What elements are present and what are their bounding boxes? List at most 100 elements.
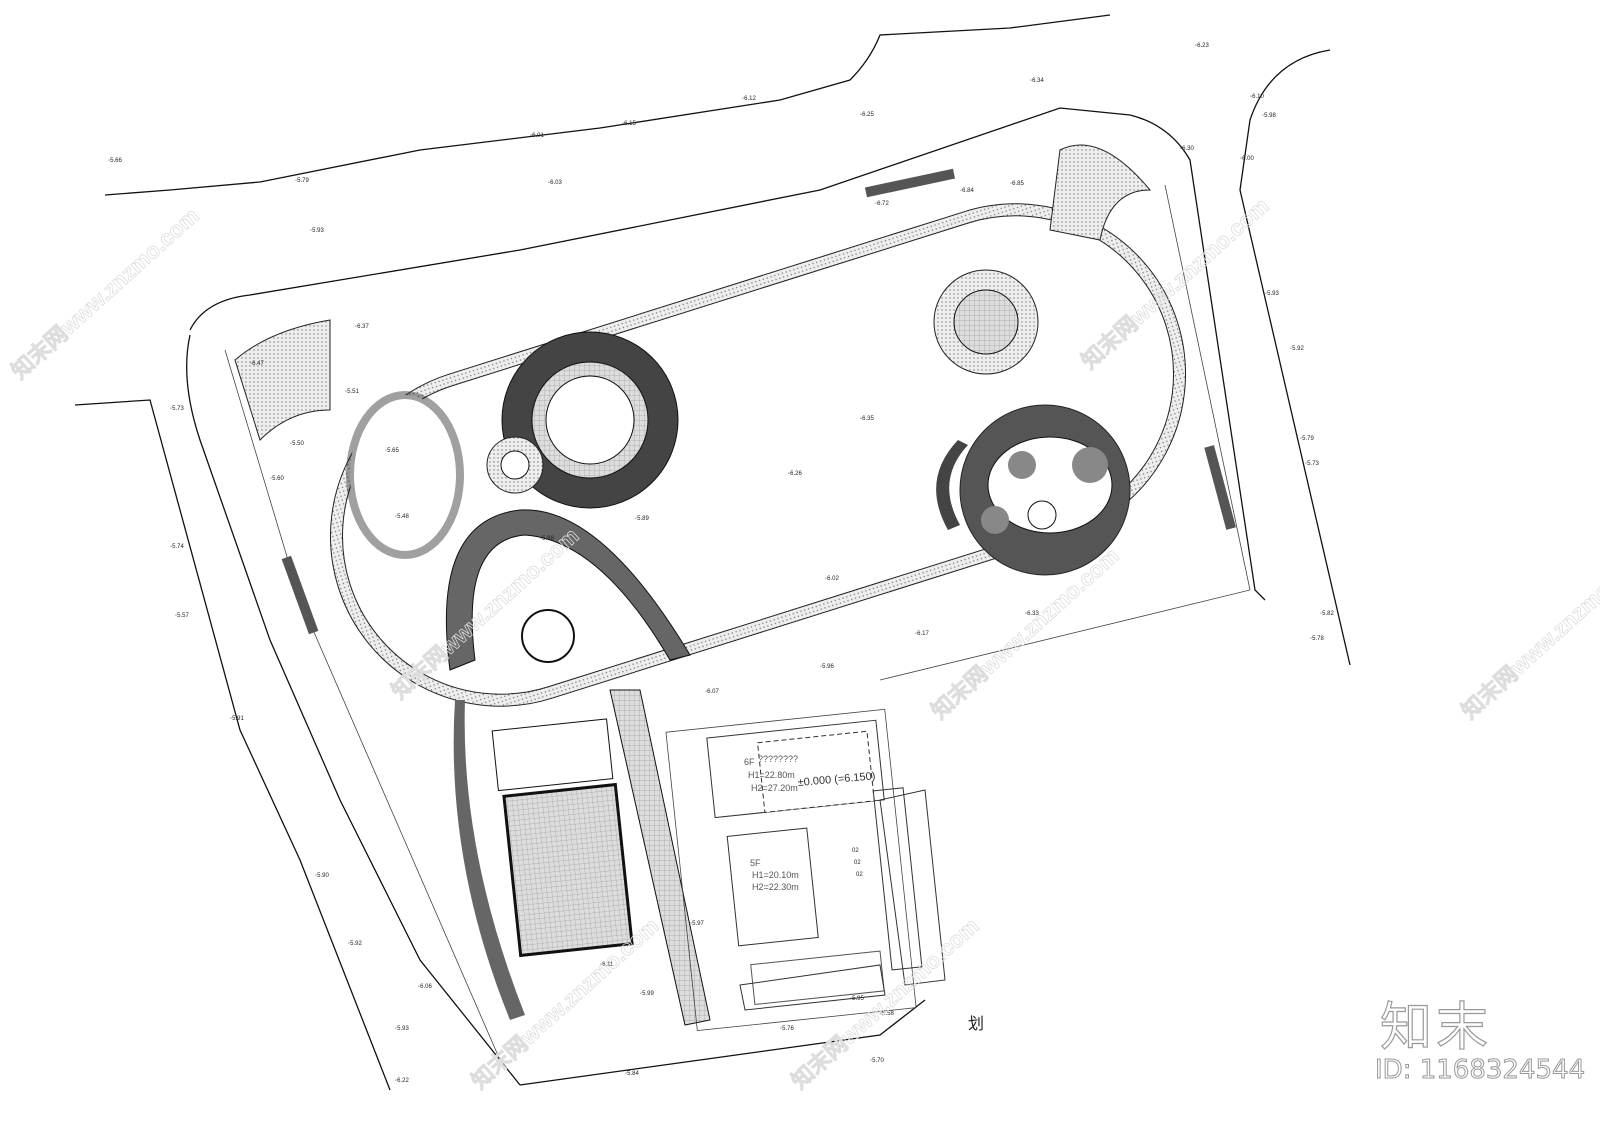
drawing-note: 划 <box>968 1016 985 1033</box>
elevation-label: ◦5.92 <box>348 941 362 947</box>
elevation-label: ◦6.22 <box>395 1078 409 1084</box>
elevation-label: ◦6.84 <box>960 188 974 194</box>
elevation-label: ◦6.01 <box>530 133 544 139</box>
elevation-label: ◦6.15 <box>622 121 636 127</box>
south-walkway <box>609 689 711 1026</box>
elevation-label: ◦6.00 <box>1240 156 1254 162</box>
elevation-label: ◦5.98 <box>1262 113 1276 119</box>
elevation-label: ◦6.17 <box>915 631 929 637</box>
elevation-label: ◦6.37 <box>355 324 369 330</box>
elevation-label: ◦5.91 <box>230 716 244 722</box>
elevation-label: ◦5.88 <box>540 536 554 542</box>
site-line-east <box>879 184 1251 681</box>
elevation-label: ◦5.97 <box>690 921 704 927</box>
elevation-label: ◦5.93 <box>310 228 324 234</box>
round-lawn <box>521 609 575 663</box>
elevation-label: ◦6.23 <box>1195 43 1209 49</box>
elevation-label: ◦5.93 <box>1265 291 1279 297</box>
elevation-label: ◦6.06 <box>418 984 432 990</box>
building-b-h2: H2=22.30m <box>752 882 799 892</box>
elevation-label: ◦5.65 <box>385 448 399 454</box>
west-walkway <box>453 700 525 1020</box>
building-complex <box>665 708 923 1032</box>
elevation-label: ◦6.12 <box>742 96 756 102</box>
watermark-text: 知末网www.znzmo.com <box>7 203 204 384</box>
elevation-label: ◦6.25 <box>860 112 874 118</box>
curved-path <box>445 509 691 671</box>
elevation-label: ◦5.66 <box>108 158 122 164</box>
south-boundary <box>519 999 926 1086</box>
elevation-label: ◦6.47 <box>250 361 264 367</box>
elevation-label: ◦6.03 <box>548 180 562 186</box>
elevation-label: ◦5.76 <box>780 1026 794 1032</box>
building-a-marker: ???????? <box>758 754 798 764</box>
elevation-label: ◦5.90 <box>315 873 329 879</box>
elevation-label: ◦6.34 <box>1030 78 1044 84</box>
bench <box>281 555 319 635</box>
elevation-label: ◦5.73 <box>1305 461 1319 467</box>
lawn-west <box>346 391 464 559</box>
elevation-label: ◦6.11 <box>600 962 614 968</box>
toilet-building <box>491 718 614 792</box>
elevation-label: ◦5.78 <box>1310 636 1324 642</box>
watermark-logo: 知末 <box>1379 997 1493 1058</box>
small-round-plaza <box>486 436 544 494</box>
building-a-h1: H1=22.80m <box>748 770 795 780</box>
corner-plaza-nw <box>234 319 331 441</box>
parking-stalls <box>739 789 946 1011</box>
west-boundary <box>186 334 521 1086</box>
elevation-label: ◦5.57 <box>175 613 189 619</box>
site-line-inner <box>224 349 501 1061</box>
building-b-floors: 5F <box>750 858 761 868</box>
elevation-label: ◦5.84 <box>625 1071 639 1077</box>
east-road-edge <box>1239 49 1351 666</box>
sunken-plaza <box>501 331 679 509</box>
elevation-label: ◦6.26 <box>788 471 802 477</box>
elevation-label: ◦5.93 <box>395 1026 409 1032</box>
parking-label: 02 <box>854 860 861 866</box>
elevation-label: ◦5.74 <box>170 544 184 550</box>
elevation-label: ◦6.30 <box>1180 146 1194 152</box>
parking-label: 02 <box>856 872 863 878</box>
watermark-text: 知末网www.znzmo.com <box>787 913 984 1094</box>
elevation-label: ◦5.79 <box>295 178 309 184</box>
elevation-label: ◦6.07 <box>705 689 719 695</box>
plaza-arc <box>936 440 968 530</box>
round-plaza-east <box>933 269 1039 375</box>
elevation-label: ◦5.79 <box>1300 436 1314 442</box>
corner-plaza-ne <box>1049 144 1152 241</box>
elevation-label: ◦5.58 <box>880 1011 894 1017</box>
elevation-label: ◦5.82 <box>1320 611 1334 617</box>
elevation-label: ◦5.92 <box>1290 346 1304 352</box>
elevation-label: ◦5.48 <box>395 514 409 520</box>
parking-label: 02 <box>852 848 859 854</box>
building-a-h2: H2=27.20m <box>751 783 798 793</box>
elevation-label: ◦6.33 <box>1025 611 1039 617</box>
north-road-edge <box>104 14 1111 196</box>
elevation-label: ◦5.89 <box>635 516 649 522</box>
elevation-label: ◦6.72 <box>875 201 889 207</box>
elevation-label: ◦5.95 <box>850 996 864 1002</box>
west-road-edge <box>74 399 391 1091</box>
spot-elevations: ◦5.66 ◦5.73 ◦5.79 ◦5.93 ◦6.01 ◦6.03 ◦6.15 ◦6.12… <box>108 43 1334 1084</box>
elevation-label: ◦5.73 <box>170 406 184 412</box>
north-boundary <box>189 107 1266 601</box>
elevation-label: ◦5.50 <box>290 441 304 447</box>
elevation-label: ◦6.35 <box>860 416 874 422</box>
watermark-id: ID: 1168324544 <box>1374 1055 1586 1086</box>
bench <box>1204 445 1236 530</box>
elevation-label: ◦5.99 <box>640 991 654 997</box>
elevation-label: ◦5.60 <box>270 476 284 482</box>
building-b-h1: H1=20.10m <box>752 870 799 880</box>
building-a-floors: 6F <box>744 757 755 767</box>
elevation-label: ◦5.51 <box>345 389 359 395</box>
elevation-label: ◦6.10 <box>1250 94 1264 100</box>
bench <box>864 168 956 198</box>
elevation-label: ◦5.70 <box>870 1058 884 1064</box>
elevation-label: ◦6.02 <box>825 576 839 582</box>
watermark-text: 知末网www.znzmo.com <box>1457 543 1600 724</box>
garden-plaza <box>959 404 1131 576</box>
elevation-label: ◦5.96 <box>820 664 834 670</box>
basketball-court <box>502 782 634 958</box>
